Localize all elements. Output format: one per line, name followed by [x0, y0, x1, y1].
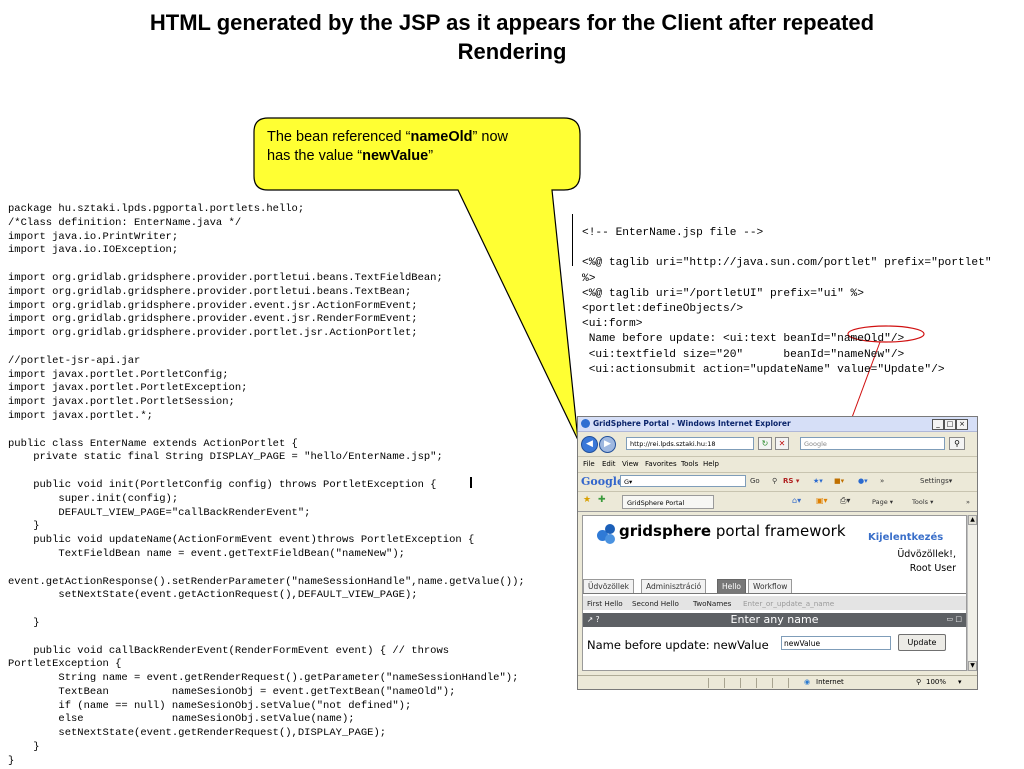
subnav-second-hello[interactable]: Second Hello	[632, 599, 679, 608]
slide-title-line-1: HTML generated by the JSP as it appears …	[149, 10, 875, 35]
menu-view[interactable]: View	[622, 460, 639, 468]
stop-icon[interactable]: ✕	[775, 437, 789, 450]
text-cursor	[470, 477, 472, 488]
favorites-star-icon[interactable]: ★	[583, 495, 592, 505]
portlet-title: Enter any name	[730, 613, 819, 626]
add-favorites-icon[interactable]: ✚	[598, 495, 606, 505]
jsp-nameold-highlight	[847, 325, 925, 343]
jsp-margin-bar	[572, 214, 573, 266]
menu-edit[interactable]: Edit	[602, 460, 616, 468]
print-icon[interactable]: ⎙▾	[840, 496, 851, 505]
favorites-bar: ★ ✚ GridSphere Portal ⌂▾ ▣▾ ⎙▾ Page ▾ To…	[578, 493, 977, 512]
google-search-icon[interactable]: ⚲	[772, 477, 778, 485]
address-bar-row: ◀ ▶ http://rei.lpds.sztaki.hu:18 ↻ ✕ Goo…	[578, 432, 977, 457]
tab-workflow[interactable]: Workflow	[748, 579, 793, 593]
portal-logo: gridsphere portal framework	[619, 522, 846, 540]
portal-page: gridsphere portal framework Kijelentkezé…	[582, 515, 967, 671]
feeds-icon[interactable]: ▣▾	[816, 496, 828, 505]
menu-favorites[interactable]: Favorites	[645, 460, 677, 468]
page-menu[interactable]: Page ▾	[872, 498, 894, 506]
google-search-input[interactable]: G▾	[620, 475, 746, 487]
share-icon[interactable]: ★▾	[813, 477, 823, 485]
home-icon[interactable]: ⌂▾	[792, 496, 802, 505]
google-settings-button[interactable]: Settings▾	[920, 477, 953, 485]
search-input[interactable]: Google	[800, 437, 945, 450]
scroll-down-icon[interactable]: ▼	[968, 661, 977, 671]
portal-tabs: Üdvözöllek Adminisztráció Hello Workflow	[583, 578, 966, 594]
java-source-code: package hu.sztaki.lpds.pgportal.portlets…	[8, 203, 525, 767]
zoom-level[interactable]: 100%	[926, 678, 947, 686]
globe-icon: ◉	[804, 678, 811, 686]
vertical-scrollbar[interactable]: ▲ ▼	[967, 515, 977, 671]
google-logo: Google	[581, 475, 624, 488]
address-input[interactable]: http://rei.lpds.sztaki.hu:18	[626, 437, 754, 450]
browser-titlebar: GridSphere Portal - Windows Internet Exp…	[578, 417, 977, 432]
subnav-first-hello[interactable]: First Hello	[587, 599, 623, 608]
tab-hello[interactable]: Hello	[717, 579, 747, 593]
portlet-window-controls[interactable]: ▭ □	[946, 615, 962, 623]
browser-tab[interactable]: GridSphere Portal	[622, 495, 714, 509]
menu-bar: File Edit View Favorites Tools Help	[578, 457, 977, 471]
minimize-button[interactable]: _	[932, 419, 944, 430]
welcome-message: Üdvözöllek!, Root User	[897, 549, 956, 574]
portlet-titlebar: ↗ ? Enter any name ▭ □	[583, 613, 966, 627]
status-bar: ◉ Internet ⚲ 100% ▾	[578, 675, 977, 689]
scroll-up-icon[interactable]: ▲	[968, 515, 977, 525]
callout-text: The bean referenced “nameOld” now has th…	[267, 129, 508, 164]
zoom-dropdown-icon[interactable]: ▾	[958, 678, 962, 686]
slide-title: HTML generated by the JSP as it appears …	[60, 8, 964, 66]
slide-title-line-2: Rendering	[457, 39, 567, 64]
logout-link[interactable]: Kijelentkezés	[868, 532, 944, 543]
menu-help[interactable]: Help	[703, 460, 719, 468]
user-name: Root User	[909, 563, 956, 574]
ie-icon	[581, 419, 590, 428]
name-input[interactable]: newValue	[781, 636, 891, 650]
security-zone: Internet	[816, 678, 844, 686]
translate-icon[interactable]: ●▾	[858, 477, 868, 485]
zoom-icon[interactable]: ⚲	[916, 678, 922, 686]
google-toolbar: Google G▾ Go ⚲ RS ▾ ★▾ ■▾ ●▾ » Settings▾	[578, 472, 977, 492]
more-button[interactable]: »	[880, 477, 885, 485]
callout-bean-value: newValue	[362, 148, 429, 164]
update-button[interactable]: Update	[898, 634, 946, 651]
callout-bubble	[253, 117, 581, 441]
jsp-source-code: <!-- EnterName.jsp file --> <%@ taglib u…	[582, 227, 992, 376]
subnav-enter-name[interactable]: Enter_or_update_a_name	[743, 599, 835, 608]
gridsphere-logo-icon	[597, 530, 608, 541]
portlet-help-icon[interactable]: ↗ ?	[587, 615, 600, 624]
maximize-button[interactable]: □	[944, 419, 956, 430]
google-go-button[interactable]: Go	[750, 477, 760, 485]
forward-icon[interactable]: ▶	[599, 436, 616, 453]
subnav-twonames[interactable]: TwoNames	[693, 599, 732, 608]
tab-adminisztracio[interactable]: Adminisztráció	[641, 579, 707, 593]
bookmark-icon[interactable]: ■▾	[834, 477, 845, 485]
google-rs-button[interactable]: RS ▾	[783, 477, 800, 485]
menu-file[interactable]: File	[583, 460, 595, 468]
tools-menu[interactable]: Tools ▾	[912, 498, 934, 506]
close-button[interactable]: ×	[956, 419, 968, 430]
name-before-update-label: Name before update: newValue	[587, 638, 769, 652]
tab-udvozollek[interactable]: Üdvözöllek	[583, 579, 634, 593]
command-more[interactable]: »	[966, 498, 970, 506]
back-icon[interactable]: ◀	[581, 436, 598, 453]
callout-bean-name: nameOld	[410, 129, 473, 145]
refresh-icon[interactable]: ↻	[758, 437, 772, 450]
portal-subnav: First Hello Second Hello TwoNames Enter_…	[583, 596, 966, 610]
browser-window: GridSphere Portal - Windows Internet Exp…	[577, 416, 978, 690]
menu-tools[interactable]: Tools	[681, 460, 699, 468]
search-icon[interactable]: ⚲	[949, 437, 965, 450]
browser-title: GridSphere Portal - Windows Internet Exp…	[593, 419, 791, 428]
